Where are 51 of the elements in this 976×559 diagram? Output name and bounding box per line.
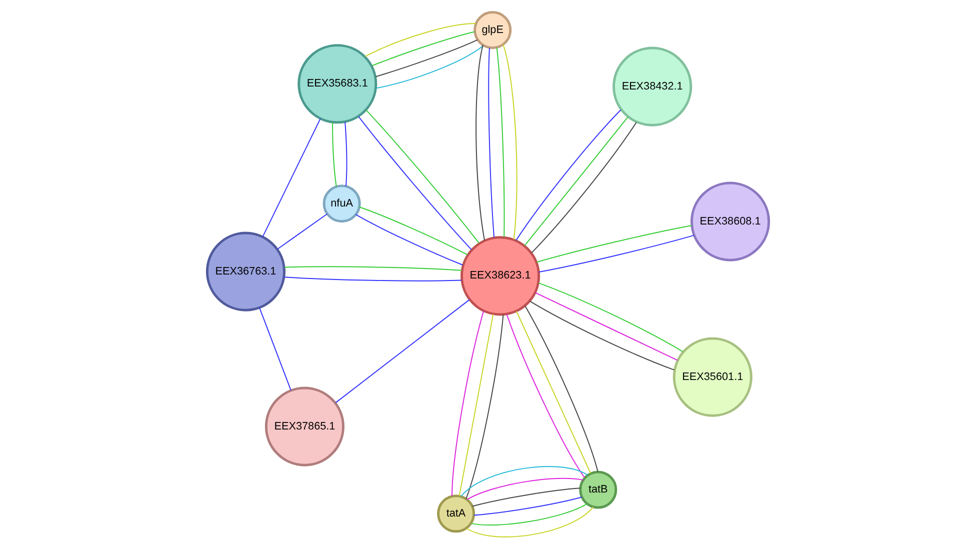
connector xyxy=(262,118,321,238)
connector xyxy=(524,116,628,246)
connector xyxy=(524,306,598,472)
connector xyxy=(335,299,470,404)
node-circle: tatA xyxy=(437,494,476,533)
connector xyxy=(332,122,337,188)
connector xyxy=(358,116,472,250)
node-circle: nfuA xyxy=(322,184,361,223)
node-circle: glpE xyxy=(474,11,512,50)
connector xyxy=(276,214,328,250)
node-circle: EEX38623.1 xyxy=(460,236,540,316)
node-circle: EEX38608.1 xyxy=(690,182,770,262)
node-circle: tatB xyxy=(579,470,618,509)
connector xyxy=(466,478,584,500)
node-circle: EEX36763.1 xyxy=(206,232,286,312)
node-circle: EEX35683.1 xyxy=(298,44,378,124)
connector xyxy=(344,122,348,187)
connector xyxy=(452,310,484,497)
connector xyxy=(466,506,594,538)
node-circle: EEX38432.1 xyxy=(612,46,692,126)
connector xyxy=(366,110,480,244)
node-circle: EEX37865.1 xyxy=(264,386,344,466)
connector xyxy=(358,206,468,256)
connector xyxy=(538,282,684,352)
connector xyxy=(538,234,694,273)
connector xyxy=(460,466,588,497)
connector xyxy=(502,44,518,240)
connector xyxy=(488,47,495,238)
connector xyxy=(355,214,464,266)
connector xyxy=(516,109,622,241)
connector xyxy=(284,266,462,271)
connector xyxy=(284,276,462,282)
node-circle: EEX35601.1 xyxy=(672,337,752,417)
connector xyxy=(534,292,678,361)
connector xyxy=(531,122,637,254)
connector xyxy=(259,307,292,391)
connector xyxy=(470,503,588,526)
connector xyxy=(536,224,692,263)
connector xyxy=(458,314,494,497)
connector xyxy=(506,314,585,478)
connector xyxy=(371,31,475,66)
connector xyxy=(472,488,581,507)
connector xyxy=(375,39,478,78)
connector xyxy=(496,47,505,238)
connector xyxy=(516,310,592,474)
connector xyxy=(530,300,675,370)
connector xyxy=(376,45,484,89)
connector xyxy=(476,44,486,241)
connector xyxy=(364,23,476,57)
connector xyxy=(473,496,582,516)
connector xyxy=(466,314,504,500)
